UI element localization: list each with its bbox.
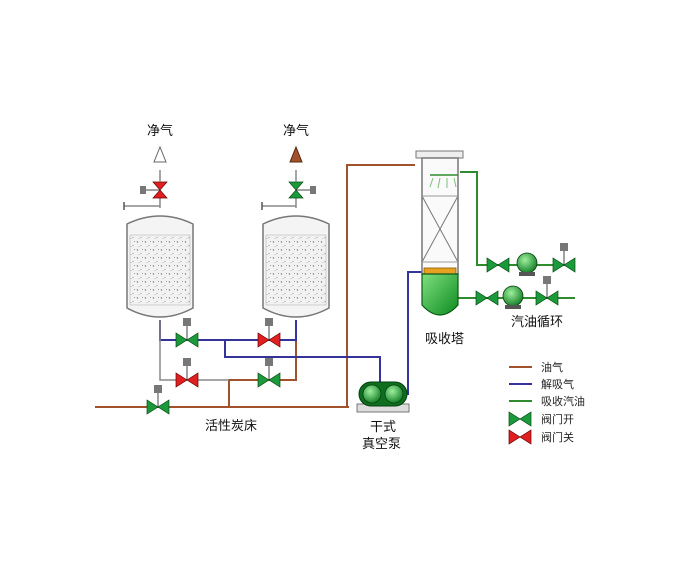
dry-vacuum-pump-label-1: 干式: [370, 420, 396, 435]
legend-valve-closed-icon: [508, 429, 532, 445]
valve-oilgas-open-2: [257, 358, 281, 388]
gasoline-circulation-label: 汽油循环: [511, 315, 563, 330]
clean-gas-label-2: 净气: [283, 123, 309, 139]
clean-gas-label-1: 净气: [147, 123, 173, 139]
circulation-lower-valve-1: [475, 290, 499, 306]
legend-label-absorbed-gasoline: 吸收汽油: [541, 394, 585, 408]
circulation-lower-pump: [502, 285, 524, 309]
valve-desorb-closed-2: [257, 318, 281, 348]
absorption-tower-label: 吸收塔: [425, 332, 464, 347]
valve-desorb-open-1: [175, 318, 199, 348]
tank-1-top-valve: [140, 145, 168, 199]
dry-vacuum-pump: [356, 381, 410, 413]
carbon-tank-2: [262, 190, 330, 318]
tank-2-top-valve: [288, 145, 316, 199]
legend-label-valve-closed: 阀门关: [541, 430, 574, 444]
legend-label-desorption-gas: 解吸气: [541, 377, 574, 391]
dry-vacuum-pump-label-2: 真空泵: [362, 437, 401, 452]
circulation-upper-pump: [516, 252, 538, 276]
circulation-upper-valve-2: [552, 243, 576, 273]
legend: 油气 解吸气 吸收汽油 阀门开 阀门关: [508, 360, 585, 445]
absorption-tower: [415, 150, 464, 316]
activated-carbon-bed-label: 活性炭床: [205, 419, 257, 434]
valve-branch-lines: [124, 205, 296, 381]
legend-valve-open-icon: [508, 411, 532, 427]
valve-oilgas-closed-1: [175, 358, 199, 388]
circulation-lower-valve-2: [535, 276, 559, 306]
carbon-tank-1: [126, 190, 194, 318]
legend-label-valve-open: 阀门开: [541, 412, 574, 426]
circulation-upper-valve-1: [486, 257, 510, 273]
legend-label-oil-gas: 油气: [541, 360, 563, 374]
gasoline-circulation-pipes: [453, 171, 575, 299]
valve-inlet-open: [146, 385, 170, 415]
